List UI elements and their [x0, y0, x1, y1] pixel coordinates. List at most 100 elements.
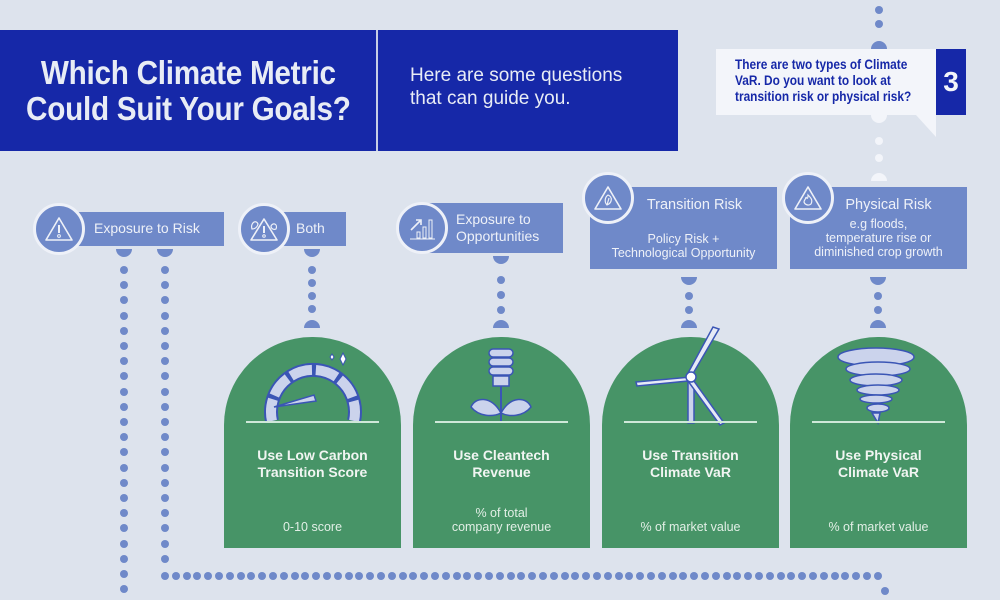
connector-dot — [308, 279, 316, 287]
header-divider — [376, 30, 378, 151]
metric-card-physical-climate-var[interactable]: Use Physical Climate VaR % of market val… — [790, 337, 967, 548]
connector-dot — [615, 572, 623, 580]
connector-dot — [120, 388, 128, 396]
connector-dot — [755, 572, 763, 580]
connector-dot — [312, 572, 320, 580]
metric-name: Use Cleantech Revenue — [413, 447, 590, 481]
connector-dot — [798, 572, 806, 580]
metric-unit-line: 0-10 score — [282, 520, 343, 534]
connector-dot — [204, 572, 212, 580]
connector-dot — [280, 572, 288, 580]
connector-dot — [161, 572, 169, 580]
connector-dot — [120, 266, 128, 274]
fire-triangle-icon — [782, 172, 834, 224]
title-line-1: Which Climate Metric — [40, 53, 336, 91]
connector-dot — [120, 540, 128, 548]
connector-dot — [528, 572, 536, 580]
option-label: Exposure to Opportunities — [456, 211, 539, 245]
connector-dot — [308, 292, 316, 300]
connector-dot — [809, 572, 817, 580]
connector-dot — [723, 572, 731, 580]
connector-dot — [120, 342, 128, 350]
connector-dot — [744, 572, 752, 580]
connector-cap — [304, 320, 320, 328]
question-bubble: There are two types of Climate VaR. Do y… — [716, 49, 936, 115]
option-label: Both — [296, 220, 325, 236]
connector-dot — [161, 266, 169, 274]
subtitle-line-1: Here are some questions — [410, 65, 623, 86]
metric-card-cleantech-revenue[interactable]: Use Cleantech Revenue % of total company… — [413, 337, 590, 548]
connector-dot — [334, 572, 342, 580]
connector-dot — [669, 572, 677, 580]
connector-dot — [875, 6, 883, 14]
connector-dot — [388, 572, 396, 580]
connector-dot — [161, 479, 169, 487]
connector-dot — [120, 372, 128, 380]
connector-dot — [625, 572, 633, 580]
connector-dot — [442, 572, 450, 580]
connector-dot — [593, 572, 601, 580]
connector-dot — [161, 555, 169, 563]
question-text: There are two types of Climate VaR. Do y… — [735, 57, 946, 105]
connector-dot — [582, 572, 590, 580]
connector-dot — [881, 587, 889, 595]
option-detail-line: Policy Risk + — [647, 232, 720, 246]
metric-unit-line: % of market value — [828, 520, 929, 534]
connector-dot — [497, 306, 505, 314]
metric-name: Use Transition Climate VaR — [602, 447, 779, 481]
connector-dot — [120, 327, 128, 335]
metric-name-line: Climate VaR — [650, 464, 731, 480]
connector-dot — [161, 433, 169, 441]
connector-dot — [226, 572, 234, 580]
card-divider — [246, 421, 379, 423]
metric-card-transition-climate-var[interactable]: Use Transition Climate VaR % of market v… — [602, 326, 779, 548]
connector-cap — [681, 320, 697, 328]
connector-dot — [120, 494, 128, 502]
subtitle-line-2: that can guide you. — [410, 88, 571, 109]
connector-cap — [870, 320, 886, 328]
question-line: VaR. Do you want to look at — [735, 73, 891, 88]
tornado-icon — [837, 347, 915, 426]
connector-dot — [875, 20, 883, 28]
title-line-2: Could Suit Your Goals? — [25, 89, 351, 127]
connector-dot — [308, 266, 316, 274]
connector-dot — [120, 433, 128, 441]
warning-triangle-icon — [33, 203, 85, 255]
connector-dot — [120, 555, 128, 563]
connector-dot — [507, 572, 515, 580]
connector-dot — [247, 572, 255, 580]
option-detail: Policy Risk + Technological Opportunity — [590, 232, 777, 260]
connector-dot — [120, 570, 128, 578]
connector-dot — [497, 291, 505, 299]
connector-dot — [120, 357, 128, 365]
connector-dot — [679, 572, 687, 580]
connector-dot — [161, 281, 169, 289]
option-label: Exposure to Risk — [94, 220, 200, 236]
connector-dot — [409, 572, 417, 580]
connector-dot — [431, 572, 439, 580]
connector-dot — [172, 572, 180, 580]
metric-name: Use Physical Climate VaR — [790, 447, 967, 481]
connector-dot — [193, 572, 201, 580]
metric-card-low-carbon-score[interactable]: Use Low Carbon Transition Score 0-10 sco… — [224, 337, 401, 548]
connector-cap — [493, 320, 509, 328]
connector-dot — [820, 572, 828, 580]
connector-dot — [453, 572, 461, 580]
metric-unit: % of market value — [602, 520, 779, 534]
connector-dot — [366, 572, 374, 580]
connector-dot — [496, 572, 504, 580]
connector-dot — [120, 448, 128, 456]
leaf-triangle-icon — [582, 172, 634, 224]
connector-dot — [517, 572, 525, 580]
connector-dot — [161, 388, 169, 396]
metric-name-line: Use Low Carbon — [257, 447, 368, 463]
connector-dot — [463, 572, 471, 580]
connector-dot — [161, 448, 169, 456]
page-title: Which Climate Metric Could Suit Your Goa… — [25, 53, 351, 127]
connector-dot — [685, 292, 693, 300]
option-exposure-to-risk[interactable]: Exposure to Risk — [60, 212, 224, 246]
connector-cap — [681, 277, 697, 285]
option-detail-line: Technological Opportunity — [611, 246, 756, 260]
option-transition-risk[interactable]: Transition Risk Policy Risk + Technologi… — [590, 187, 777, 269]
connector-dot — [161, 418, 169, 426]
